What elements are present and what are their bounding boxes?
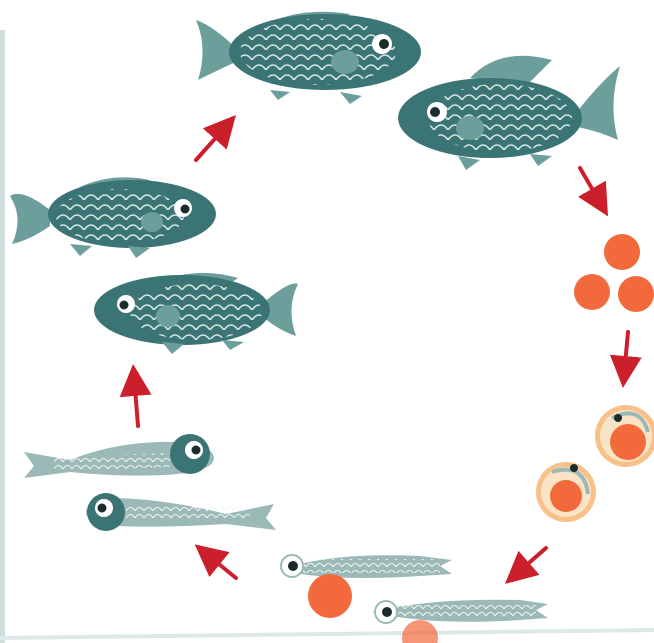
- egg-cluster: [574, 234, 654, 312]
- egg: [604, 234, 640, 270]
- embryo-lower: [536, 462, 596, 522]
- egg: [574, 274, 610, 310]
- larva-with-yolk-sac-lower: [372, 600, 548, 643]
- adult-fish-right: [398, 56, 620, 170]
- adult-fish-top: [196, 12, 421, 104]
- adult-fish-left-lower: [94, 273, 298, 354]
- arrow-fry-to-juvenile: [134, 376, 138, 426]
- fry-lower: [86, 493, 276, 531]
- adult-fish-left-upper: [10, 177, 216, 258]
- embryo-upper: [595, 405, 654, 467]
- arrow-embryo-to-larva: [514, 548, 546, 576]
- arrow-eggs-to-embryo: [624, 332, 628, 376]
- egg: [618, 276, 654, 312]
- arrow-larva-to-fry: [204, 552, 236, 578]
- arrow-adult-to-eggs: [580, 168, 602, 206]
- fry-upper: [24, 434, 214, 478]
- arrow-adult-to-adult: [196, 124, 228, 160]
